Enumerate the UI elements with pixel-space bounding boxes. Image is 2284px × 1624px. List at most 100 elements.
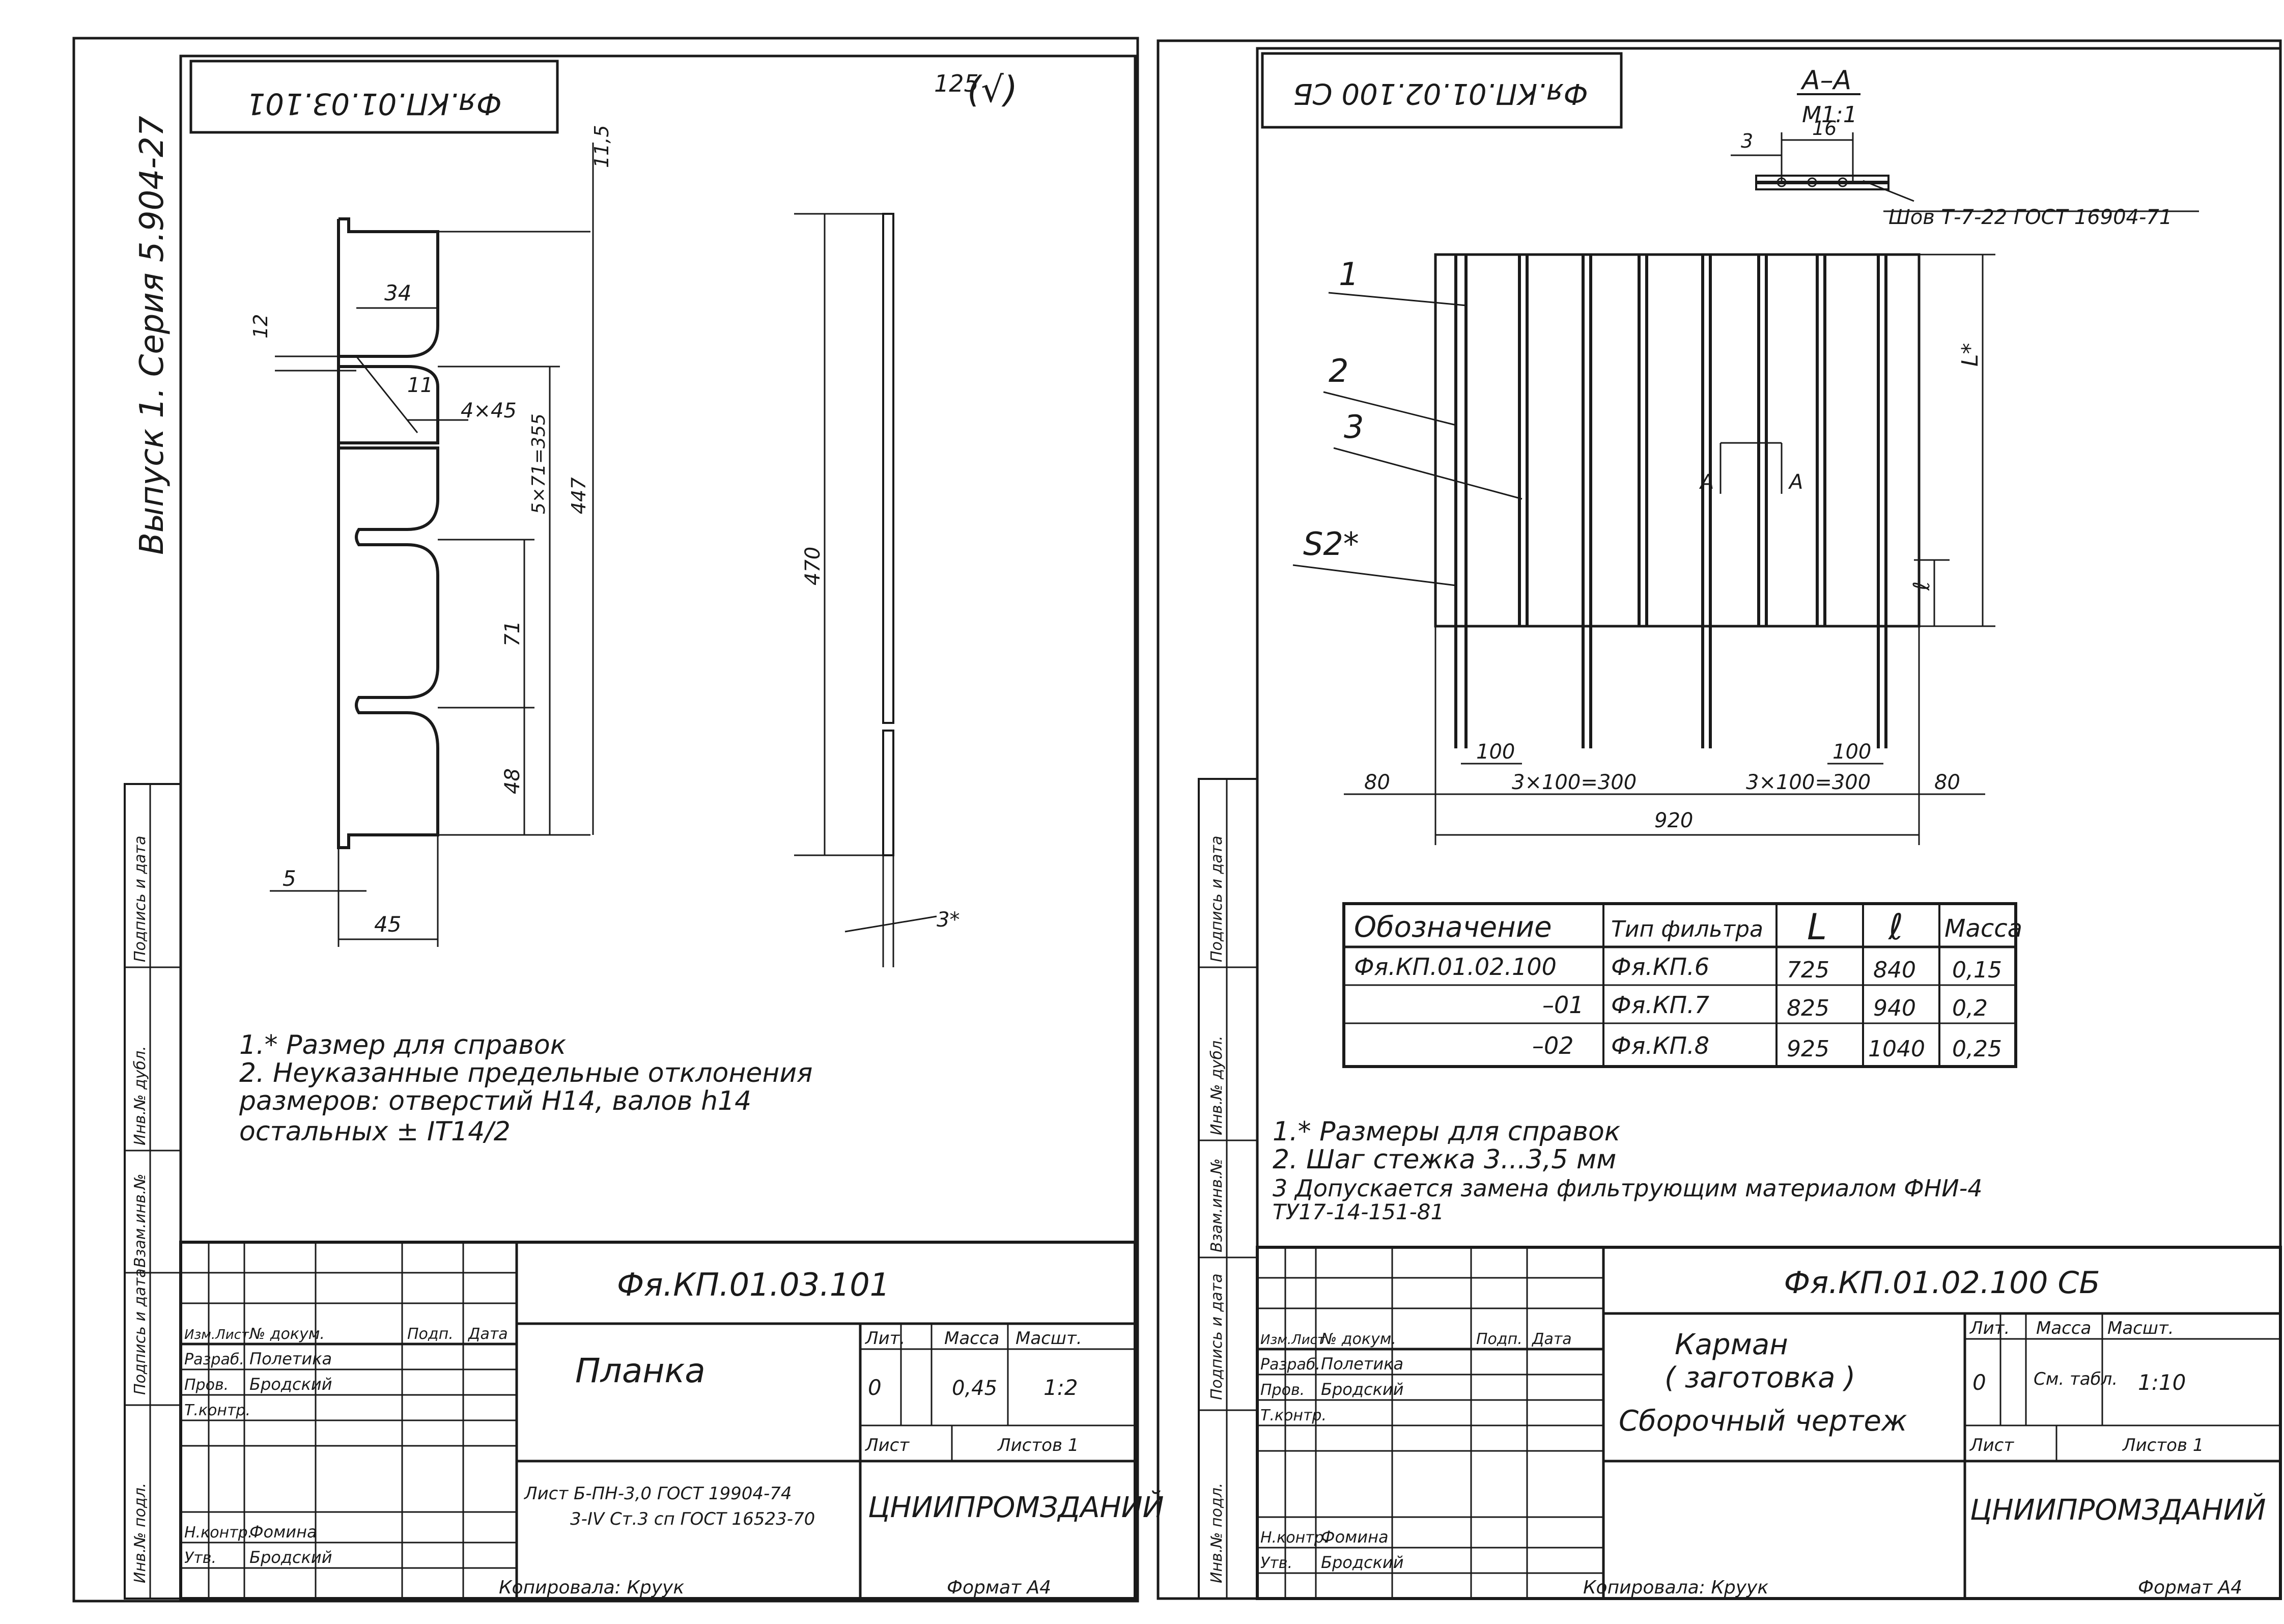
svg-text:Разраб.: Разраб. bbox=[1260, 1356, 1320, 1374]
weld-label: Шов Т-7-22 ГОСТ 16904-71 bbox=[1888, 206, 2172, 229]
pocket-assembly: А А bbox=[1434, 253, 1995, 748]
svg-text:0,45: 0,45 bbox=[952, 1377, 997, 1400]
svg-text:Инв.№ подл.: Инв.№ подл. bbox=[1208, 1483, 1226, 1583]
left-title-block: Изм.Лист Разраб. Пров. Т.контр. Н.контр.… bbox=[179, 1241, 1164, 1600]
svg-text:Взам.инв.№: Взам.инв.№ bbox=[1208, 1158, 1226, 1252]
svg-text:Разраб.: Разраб. bbox=[184, 1351, 244, 1368]
svg-text:См. табл.: См. табл. bbox=[2034, 1369, 2118, 1389]
svg-text:16: 16 bbox=[1812, 117, 1837, 139]
pocket-dimensions bbox=[1344, 626, 1985, 845]
left-note-1: 1.* Размер для справок bbox=[239, 1030, 567, 1060]
dim-3s: 3* bbox=[937, 908, 960, 932]
left-corner-code: Фя.КП.01.03.101 bbox=[246, 87, 502, 121]
svg-text:Бродский: Бродский bbox=[249, 1548, 332, 1567]
dim-45: 45 bbox=[374, 912, 401, 937]
svg-text:Фя.КП.6: Фя.КП.6 bbox=[1611, 953, 1709, 981]
dim-L: L* bbox=[1957, 343, 1983, 367]
svg-text:Утв.: Утв. bbox=[184, 1549, 216, 1567]
svg-text:0,15: 0,15 bbox=[1952, 957, 2002, 983]
svg-text:А–А: А–А bbox=[1800, 65, 1851, 96]
dim-11: 11 bbox=[407, 374, 433, 397]
roughness-value: 125 bbox=[934, 70, 979, 97]
svg-text:100: 100 bbox=[1832, 740, 1871, 764]
svg-text:0: 0 bbox=[868, 1375, 882, 1400]
svg-text:S2*: S2* bbox=[1303, 525, 1359, 563]
svg-text:100: 100 bbox=[1476, 740, 1515, 764]
left-copy: Копировала: Круук bbox=[499, 1577, 684, 1598]
dim-115: 11,5 bbox=[590, 125, 613, 168]
svg-text:Инв.№ дубл.: Инв.№ дубл. bbox=[1208, 1035, 1226, 1135]
svg-text:Лист: Лист bbox=[1969, 1435, 2014, 1455]
svg-text:Листов 1: Листов 1 bbox=[2122, 1435, 2204, 1455]
right-corner-code: Фя.КП.01.02.100 СБ bbox=[1293, 77, 1588, 110]
svg-text:920: 920 bbox=[1654, 809, 1693, 832]
left-tb-code: Фя.КП.01.03.101 bbox=[617, 1266, 890, 1303]
svg-text:80: 80 bbox=[1364, 771, 1390, 794]
svg-text:Масса: Масса bbox=[1944, 914, 2022, 943]
dim-71: 71 bbox=[501, 621, 524, 647]
dim-4x45: 4×45 bbox=[461, 399, 517, 423]
right-copy: Копировала: Круук bbox=[1583, 1577, 1768, 1598]
svg-text:725: 725 bbox=[1787, 957, 1829, 983]
svg-text:80: 80 bbox=[1934, 771, 1960, 794]
dim-5: 5 bbox=[283, 866, 296, 891]
svg-text:Фомина: Фомина bbox=[1321, 1527, 1389, 1547]
svg-text:Подпись и дата: Подпись и дата bbox=[1208, 1274, 1226, 1401]
svg-text:1:2: 1:2 bbox=[1044, 1375, 1078, 1400]
left-dimensions bbox=[270, 143, 594, 947]
dim-470: 470 bbox=[801, 547, 825, 585]
svg-text:Дата: Дата bbox=[467, 1325, 508, 1343]
left-tb-name: Планка bbox=[575, 1351, 706, 1390]
svg-text:Масса: Масса bbox=[2036, 1318, 2091, 1338]
plate-upper-tab bbox=[339, 217, 439, 444]
dim-l: ℓ bbox=[1909, 581, 1935, 591]
svg-text:840: 840 bbox=[1873, 957, 1916, 983]
right-tb-code: Фя.КП.01.02.100 СБ bbox=[1784, 1265, 2100, 1301]
svg-text:( заготовка ): ( заготовка ) bbox=[1665, 1361, 1855, 1394]
svg-text:А: А bbox=[1788, 470, 1803, 494]
svg-text:Фя.КП.8: Фя.КП.8 bbox=[1611, 1032, 1709, 1059]
svg-text:0,2: 0,2 bbox=[1952, 995, 1988, 1021]
plate-outline bbox=[337, 219, 439, 849]
svg-text:1:10: 1:10 bbox=[2138, 1370, 2186, 1395]
right-side-stamp: Инв.№ подл. Подпись и дата Взам.инв.№ Ин… bbox=[1198, 778, 1258, 1600]
svg-text:М1:1: М1:1 bbox=[1802, 102, 1857, 128]
svg-text:1040: 1040 bbox=[1868, 1036, 1925, 1062]
left-note-3: размеров: отверстий H14, валов h14 bbox=[239, 1086, 751, 1116]
svg-text:А: А bbox=[1699, 470, 1714, 494]
left-format: Формат А4 bbox=[947, 1577, 1051, 1598]
callouts: 1 2 3 S2* bbox=[1292, 256, 1522, 586]
svg-text:Т.контр.: Т.контр. bbox=[1260, 1407, 1327, 1424]
left-side-stamp: Инв.№ подл. Подпись и дата Взам.инв.№ Ин… bbox=[124, 783, 182, 1600]
svg-text:3×100=300: 3×100=300 bbox=[1746, 771, 1871, 794]
svg-text:Лит.: Лит. bbox=[1969, 1318, 2010, 1338]
svg-text:0,25: 0,25 bbox=[1952, 1036, 2002, 1062]
svg-text:3: 3 bbox=[1741, 130, 1753, 152]
svg-text:Тип фильтра: Тип фильтра bbox=[1611, 916, 1763, 942]
series-label: Выпуск 1. Серия 5.904-27 bbox=[133, 116, 171, 555]
dim-34: 34 bbox=[384, 281, 411, 305]
svg-text:Лит.: Лит. bbox=[864, 1328, 905, 1349]
left-sheet: Выпуск 1. Серия 5.904-27 Фя.КП.01.03.101… bbox=[72, 37, 1164, 1603]
svg-text:925: 925 bbox=[1787, 1036, 1829, 1062]
side-view bbox=[794, 213, 937, 967]
svg-text:1: 1 bbox=[1339, 256, 1359, 293]
svg-text:825: 825 bbox=[1787, 995, 1829, 1021]
svg-text:Листов 1: Листов 1 bbox=[997, 1435, 1079, 1455]
svg-text:Взам.инв.№: Взам.инв.№ bbox=[131, 1173, 149, 1268]
svg-text:Подп.: Подп. bbox=[1476, 1330, 1522, 1348]
svg-text:Бродский: Бродский bbox=[1321, 1380, 1403, 1399]
svg-text:3: 3 bbox=[1344, 408, 1364, 445]
left-note-4: остальных ± IT14/2 bbox=[239, 1116, 511, 1147]
svg-text:Карман: Карман bbox=[1675, 1328, 1788, 1361]
svg-text:0: 0 bbox=[1972, 1370, 1986, 1395]
dim-447: 447 bbox=[568, 477, 590, 514]
svg-text:№ докум.: № докум. bbox=[248, 1325, 325, 1343]
svg-text:Изм.Лист: Изм.Лист bbox=[184, 1327, 249, 1342]
svg-text:Бродский: Бродский bbox=[1321, 1553, 1403, 1572]
svg-text:ℓ: ℓ bbox=[1888, 906, 1903, 948]
svg-text:Масшт.: Масшт. bbox=[2107, 1318, 2174, 1338]
variants-table: Обозначение Тип фильтра L ℓ Масса Фя.КП.… bbox=[1342, 902, 2022, 1068]
left-note-2: 2. Неуказанные предельные отклонения bbox=[239, 1058, 812, 1088]
svg-text:Фя.КП.7: Фя.КП.7 bbox=[1611, 991, 1709, 1019]
